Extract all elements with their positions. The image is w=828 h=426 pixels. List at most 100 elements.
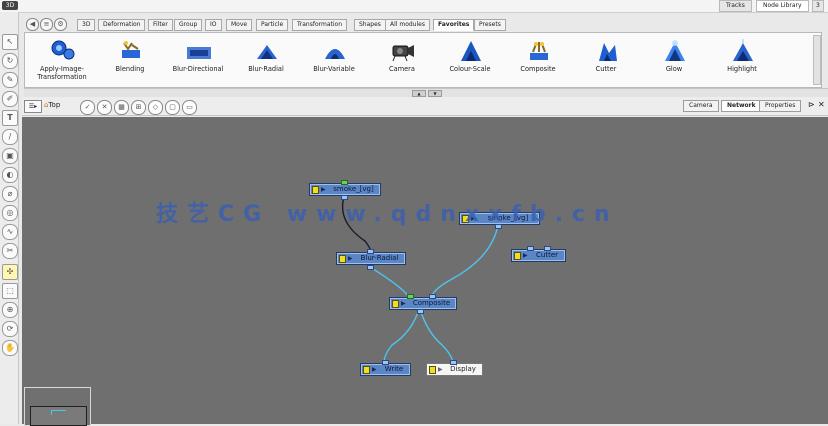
pivot-tool-icon[interactable]: ✣ [2, 264, 18, 280]
node-write[interactable]: ▶ Write [360, 363, 411, 376]
node-flag-icon[interactable] [339, 255, 346, 263]
tab-all-modules[interactable]: All modules [385, 19, 430, 31]
library-item-blur-variable[interactable]: Blur-Variable [301, 33, 367, 87]
cutter-tool-icon[interactable]: ✂ [2, 243, 18, 259]
line-tool-icon[interactable]: / [2, 129, 18, 145]
node-input-port[interactable] [429, 294, 436, 299]
text-tool-icon[interactable]: T [2, 110, 18, 126]
navigator-preview [51, 410, 66, 415]
collapse-up-icon[interactable]: ▲ [412, 90, 426, 97]
library-scrollbar[interactable] [813, 35, 821, 85]
library-item-glow[interactable]: Glow [641, 33, 707, 87]
library-item-blending[interactable]: Blending [97, 33, 163, 87]
tab-filter[interactable]: Filter [148, 19, 173, 31]
library-item-label: Cutter [595, 65, 617, 73]
node-input-port[interactable] [382, 360, 389, 365]
tab-node-library[interactable]: Node Library [756, 0, 809, 12]
tab-camera[interactable]: Camera [683, 100, 719, 112]
collapse-down-icon[interactable]: ▼ [428, 90, 442, 97]
node-flag-icon[interactable] [462, 215, 469, 223]
morph-tool-icon[interactable]: ∿ [2, 224, 18, 240]
node-input-port[interactable] [527, 246, 534, 251]
tab-3d[interactable]: 3D [77, 19, 96, 31]
brush-tool-icon[interactable]: ✎ [2, 72, 18, 88]
tab-move[interactable]: Move [226, 19, 253, 31]
node-output-port[interactable] [367, 265, 374, 270]
crop-tool-icon[interactable]: ⬚ [2, 283, 18, 299]
tab-deformation[interactable]: Deformation [98, 19, 146, 31]
tab-shapes[interactable]: Shapes [354, 19, 386, 31]
node-output-port[interactable] [417, 309, 424, 314]
library-item-blur-radial[interactable]: Blur-Radial [233, 33, 299, 87]
node-flag-icon[interactable] [312, 186, 319, 194]
view-menu-icon[interactable]: ☰▸ [24, 100, 42, 113]
library-item-composite[interactable]: Composite [505, 33, 571, 87]
diamond-icon[interactable]: ◇ [148, 100, 163, 115]
settings-icon[interactable]: ⚙ [54, 18, 67, 31]
node-input-port[interactable] [450, 360, 457, 365]
display-icon[interactable]: ▭ [182, 100, 197, 115]
apply-image-transform-icon [51, 40, 75, 60]
node-flag-icon[interactable] [429, 366, 436, 374]
tab-presets[interactable]: Presets [474, 19, 506, 31]
paint-tool-icon[interactable]: ▣ [2, 148, 18, 164]
connection-composite-to-write[interactable] [383, 308, 420, 364]
disable-icon[interactable]: ✕ [97, 100, 112, 115]
library-item-blur-directional[interactable]: Blur-Directional [165, 33, 231, 87]
tab-transformation[interactable]: Transformation [292, 19, 348, 31]
enable-icon[interactable]: ✓ [80, 100, 95, 115]
connection-composite-to-display[interactable] [419, 308, 454, 364]
node-cutter[interactable]: ▶ Cutter [511, 249, 566, 262]
node-network-canvas[interactable]: ▶ smoke_[vg] ▶ smoke_[vg] ▶ Blur-Radial … [22, 117, 828, 424]
eraser-tool-icon[interactable]: ◐ [2, 167, 18, 183]
node-input-port[interactable] [341, 180, 348, 185]
hand-tool-icon[interactable]: ✋ [2, 340, 18, 356]
node-blur-radial[interactable]: ▶ Blur-Radial [336, 252, 406, 265]
tab-tracks[interactable]: Tracks [719, 0, 752, 12]
zoom-tool-icon[interactable]: ⊕ [2, 302, 18, 318]
node-output-port[interactable] [495, 224, 502, 229]
close-icon[interactable]: ✕ [818, 100, 825, 109]
tab-favorites[interactable]: Favorites [433, 19, 475, 31]
tab-properties[interactable]: Properties [759, 100, 802, 112]
library-item-label: Composite [520, 65, 556, 73]
back-icon[interactable]: ◀ [26, 18, 39, 31]
library-item-colour-scale[interactable]: Colour-Scale [437, 33, 503, 87]
navigator-viewport[interactable] [30, 406, 87, 426]
tab-io[interactable]: IO [205, 19, 222, 31]
node-flag-icon[interactable] [363, 366, 370, 374]
tab-particle[interactable]: Particle [256, 19, 289, 31]
group-icon[interactable]: ▦ [114, 100, 129, 115]
tab-extra[interactable]: 3 [812, 0, 824, 12]
library-item-apply-image-transformation[interactable]: Apply-Image-Transformation [29, 33, 95, 87]
pencil-tool-icon[interactable]: ✐ [2, 91, 18, 107]
dropper-tool-icon[interactable]: ⌀ [2, 186, 18, 202]
library-item-highlight[interactable]: Highlight [709, 33, 775, 87]
ungroup-icon[interactable]: ⊞ [131, 100, 146, 115]
connection-blur-to-composite[interactable] [369, 266, 409, 297]
breadcrumb[interactable]: ⌂Top [44, 100, 60, 111]
pin-icon[interactable]: ⊳ [808, 100, 815, 109]
library-item-label: Blur-Directional [172, 65, 224, 73]
tab-group[interactable]: Group [174, 19, 203, 31]
connection-smoke2-to-composite[interactable] [431, 224, 499, 297]
node-flag-icon[interactable] [392, 300, 399, 308]
blending-icon [122, 41, 140, 58]
node-output-port[interactable] [341, 195, 348, 200]
node-name: Blur-Radial [360, 254, 399, 262]
library-item-camera[interactable]: Camera [369, 33, 435, 87]
home-icon[interactable]: ≡ [40, 18, 53, 31]
rotate-tool-icon[interactable]: ⟳ [2, 321, 18, 337]
node-input-port[interactable] [407, 294, 414, 299]
transform-tool-icon[interactable]: ↻ [2, 53, 18, 69]
library-item-cutter[interactable]: Cutter [573, 33, 639, 87]
contour-tool-icon[interactable]: ◎ [2, 205, 18, 221]
tab-network[interactable]: Network [721, 100, 762, 112]
node-input-port[interactable] [544, 246, 551, 251]
select-tool-icon[interactable]: ↖ [2, 34, 18, 50]
library-item-label: Blur-Radial [248, 65, 284, 73]
cutter-icon [599, 43, 617, 61]
node-flag-icon[interactable] [514, 252, 521, 260]
node-input-port[interactable] [367, 249, 374, 254]
frame-icon[interactable]: ▢ [165, 100, 180, 115]
